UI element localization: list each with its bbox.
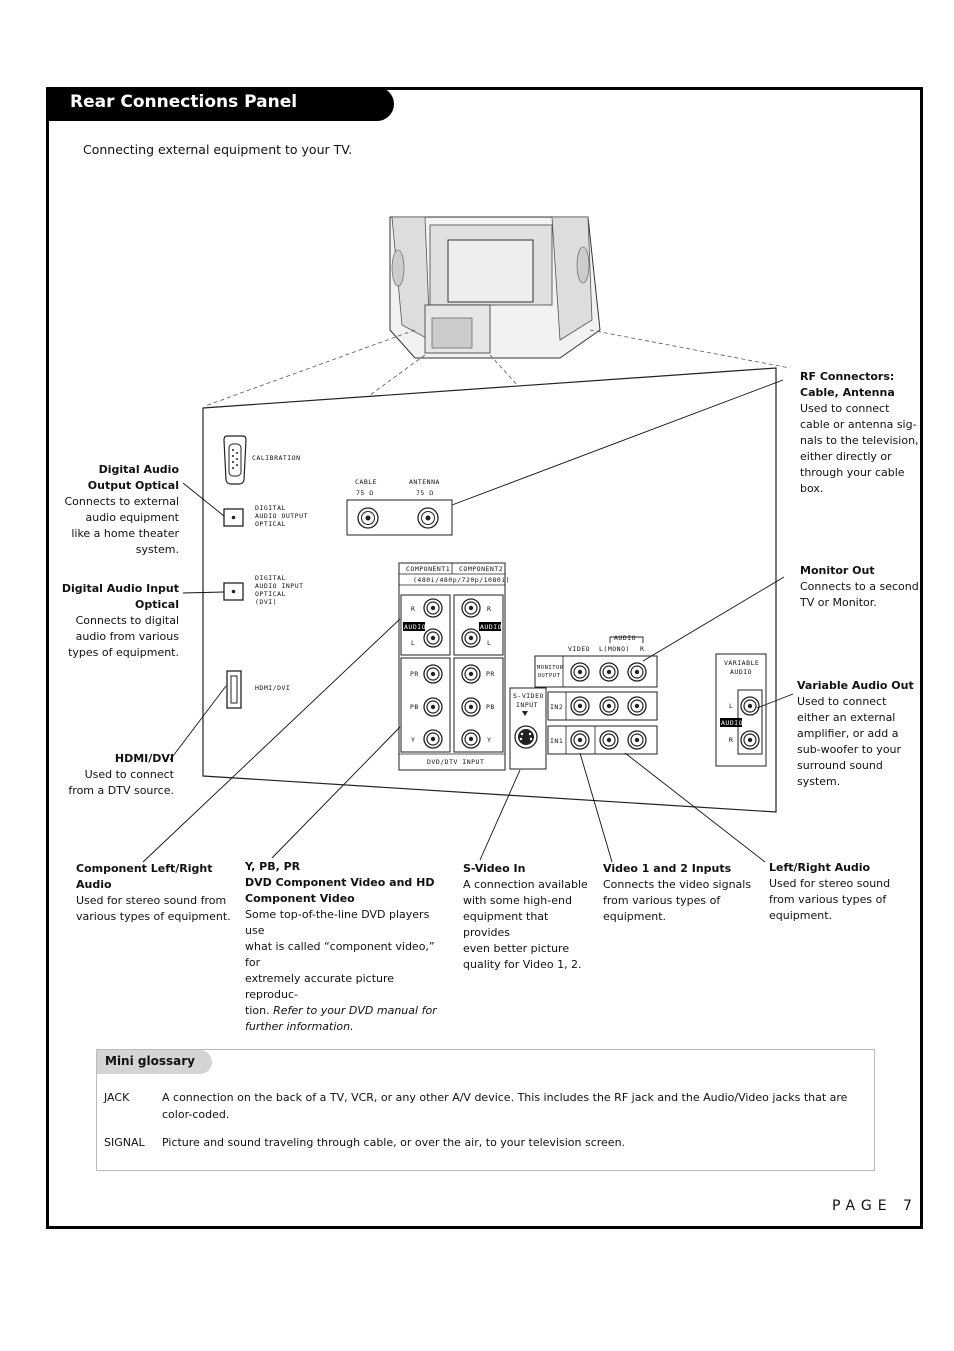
component1-pb-label: PB [410,703,419,711]
dvd-dtv-input-label: DVD/DTV INPUT [427,758,485,766]
svideo-input-label-1: S-VIDEO [513,692,544,700]
variable-audio-box [715,653,767,767]
component1-label: COMPONENT1 [406,565,451,573]
component1-pr-label: PR [410,670,419,678]
variable-r-label: R [729,736,734,744]
page-number: PAGE 7 [832,1198,918,1214]
digital-audio-input-label: DIGITAL AUDIO INPUT OPTICAL (DVI) [255,574,304,606]
glossary-term: JACK [104,1091,130,1104]
component1-r-label: R [411,605,416,613]
callout-video-inputs: Video 1 and 2 Inputs Connects the video … [603,862,752,923]
callout-rf-connectors: RF Connectors:Cable, Antenna Used to con… [800,370,919,495]
in2-label: IN2 [550,703,564,711]
hdmi-label: HDMI/DVI [255,684,291,692]
component2-pr-label: PR [486,670,495,678]
video-label: VIDEO [568,645,591,653]
glossary-definition: A connection on the back of a TV, VCR, o… [162,1091,848,1121]
variable-audio-label-1: VARIABLE [724,659,760,667]
glossary-term: SIGNAL [104,1136,145,1149]
title-banner: Rear Connections Panel [46,87,394,121]
component1-y-label: Y [411,736,416,744]
resolutions-label: (480i/480p/720p/1080i) [413,576,511,584]
audio-bracket-label: AUDIO [614,634,637,642]
calibration-label: CALIBRATION [252,454,301,462]
variable-audio-label-2: AUDIO [730,668,753,676]
tv-rear-illustration [389,216,601,359]
component1-l-label: L [411,639,416,647]
l-mono-label: L(MONO) [599,645,630,653]
glossary-definition: Picture and sound traveling through cabl… [162,1136,626,1149]
antenna-ohm-label: 75 Ω [416,489,434,497]
cable-ohm-label: 75 Ω [356,489,374,497]
digital-audio-output-label: DIGITAL AUDIO OUTPUT OPTICAL [255,504,308,528]
monitor-output-label: MONITOR OUTPUT [537,665,564,679]
svideo-box [509,687,547,770]
component2-l-label: L [487,639,492,647]
glossary-title: Mini glossary [105,1054,195,1068]
antenna-jack [417,507,439,529]
mini-glossary: Mini glossary JACK A connection on the b… [96,1049,875,1171]
component2-r-label: R [487,605,492,613]
in1-label: IN1 [550,737,564,745]
intro-text: Connecting external equipment to your TV… [83,142,353,157]
audio-r-label: R [640,645,645,653]
component1-audio-label: AUDIO [404,623,427,631]
variable-audio-tag: AUDIO [721,719,744,727]
component-block [398,562,506,771]
antenna-label: ANTENNA [409,478,440,486]
page-title: Rear Connections Panel [70,92,298,112]
component2-pb-label: PB [486,703,495,711]
component2-audio-label: AUDIO [480,623,503,631]
glossary-tab: Mini glossary [97,1050,212,1074]
cable-label: CABLE [355,478,378,486]
svideo-input-label-2: INPUT [516,701,539,709]
component2-y-label: Y [487,736,492,744]
calibration-port [223,435,247,485]
component2-label: COMPONENT2 [459,565,504,573]
cable-jack [357,507,379,529]
page-frame [46,87,923,1229]
variable-l-label: L [729,702,734,710]
